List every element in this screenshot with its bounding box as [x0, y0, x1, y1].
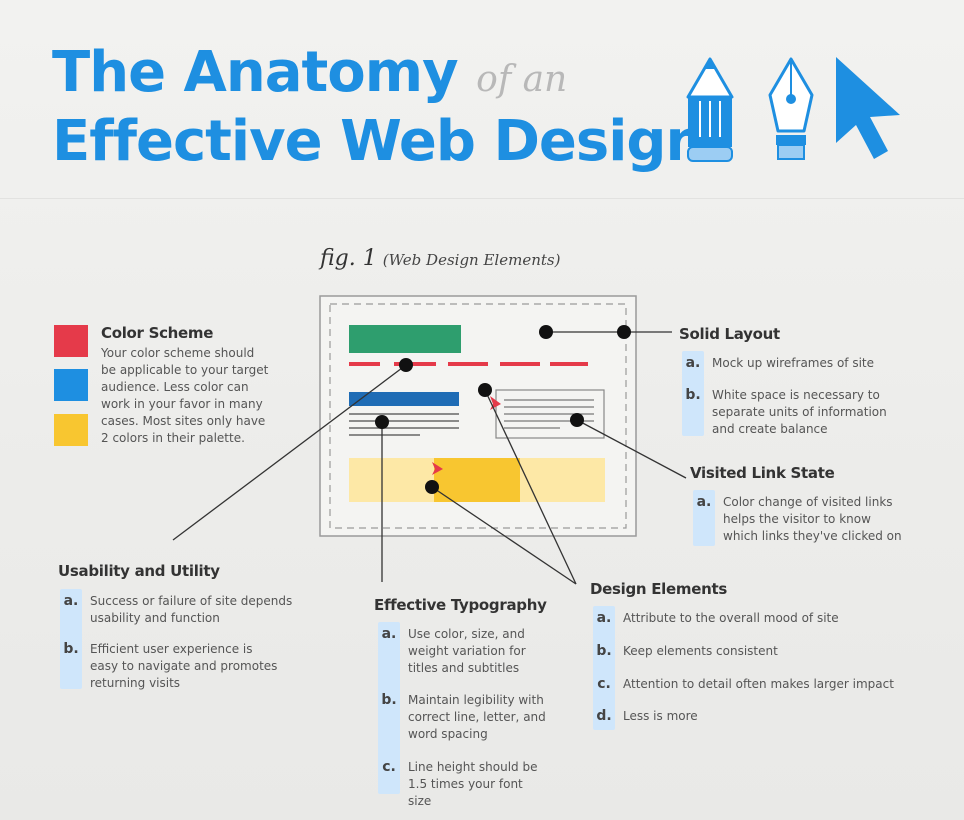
color-scheme-body: Your color scheme should be applicable t… [101, 346, 269, 445]
solid-layout-item-a: a.Mock up wireframes of site [685, 355, 874, 371]
solid-layout-bar [682, 351, 704, 436]
design-elements-item-a: a.Attribute to the overall mood of site [596, 610, 839, 626]
typography-bar [378, 622, 400, 794]
usability-heading: Usability and Utility [58, 562, 220, 580]
design-elements-heading: Design Elements [590, 580, 727, 598]
design-elements-item-c: c.Attention to detail often makes larger… [597, 676, 894, 692]
typography-item-c: c.Line height should be 1.5 times your f… [382, 759, 538, 808]
cursor-arrow-icon [836, 57, 900, 159]
wire-text-lines [349, 413, 459, 436]
swatch-blue [54, 369, 88, 401]
typography-item-a: a.Use color, size, and weight variation … [381, 626, 526, 675]
usability-item-b: b.Efficient user experience is easy to n… [63, 641, 278, 690]
title-line-1: The Anatomy [52, 40, 459, 105]
wire-red-pointer-2 [432, 462, 443, 475]
figure-label: fig. 1 (Web Design Elements) [320, 246, 560, 271]
visited-link-item-a: a.Color change of visited links helps th… [696, 494, 902, 543]
connector-dots [375, 325, 631, 494]
page-title: The Anatomy of an Effective Web Design [52, 40, 705, 174]
title-of-an: of an [476, 59, 568, 100]
typography-item-b: b.Maintain legibility with correct line,… [381, 692, 546, 741]
typography-heading: Effective Typography [374, 596, 547, 614]
swatch-red [54, 325, 88, 357]
figure-number: fig. 1 [320, 246, 377, 271]
usability-item-a: a.Success or failure of site depends usa… [63, 593, 293, 625]
color-scheme-heading: Color Scheme [101, 324, 214, 342]
figure-caption: (Web Design Elements) [382, 251, 561, 269]
design-elements-item-b: b.Keep elements consistent [596, 643, 778, 659]
design-elements-bar [593, 606, 615, 730]
header-icons [686, 57, 900, 162]
wireframe-inner-border [329, 303, 627, 529]
wire-yellow-button [434, 458, 520, 502]
header-divider [0, 198, 964, 199]
wire-sidebar-lines [504, 399, 594, 429]
visited-link-bar [693, 490, 715, 546]
solid-layout-heading: Solid Layout [679, 325, 780, 343]
design-elements-item-d: d.Less is more [596, 708, 698, 724]
usability-bar [60, 589, 82, 689]
swatch-yellow [54, 414, 88, 446]
wire-blue-title [349, 392, 459, 406]
pencil-icon [686, 57, 734, 162]
connector-lines [172, 331, 687, 585]
pen-nib-icon [768, 57, 814, 160]
title-line-2: Effective Web Design [52, 109, 705, 174]
visited-link-heading: Visited Link State [690, 464, 835, 482]
wire-green-header [349, 325, 461, 353]
solid-layout-item-b: b.White space is necessary to separate u… [685, 387, 887, 436]
